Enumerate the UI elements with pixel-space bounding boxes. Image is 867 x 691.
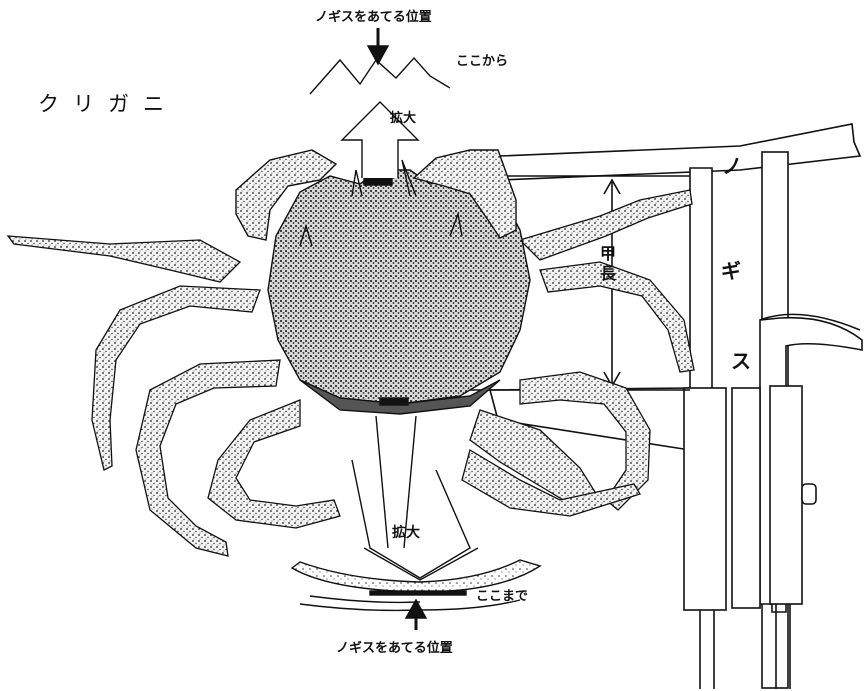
top-magnified-view bbox=[310, 28, 450, 178]
caliper-position-label-top: ノギスをあてる位置 bbox=[315, 6, 432, 25]
from-here-label: ここから bbox=[456, 50, 508, 69]
magnify-label-top: 拡大 bbox=[390, 107, 416, 126]
species-title: クリガニ bbox=[38, 88, 178, 118]
crab-carapace bbox=[236, 150, 530, 414]
carapace-length-label: 甲長 bbox=[600, 244, 616, 284]
caliper-position-label-bottom: ノギスをあてる位置 bbox=[336, 637, 453, 656]
caliper-letter-1: ノ bbox=[722, 150, 742, 179]
caliper-letter-3: ス bbox=[731, 345, 751, 374]
to-here-label: ここまで bbox=[476, 585, 528, 604]
magnify-label-bottom: 拡大 bbox=[392, 522, 420, 542]
caliper-letter-2: ギ bbox=[721, 255, 741, 284]
